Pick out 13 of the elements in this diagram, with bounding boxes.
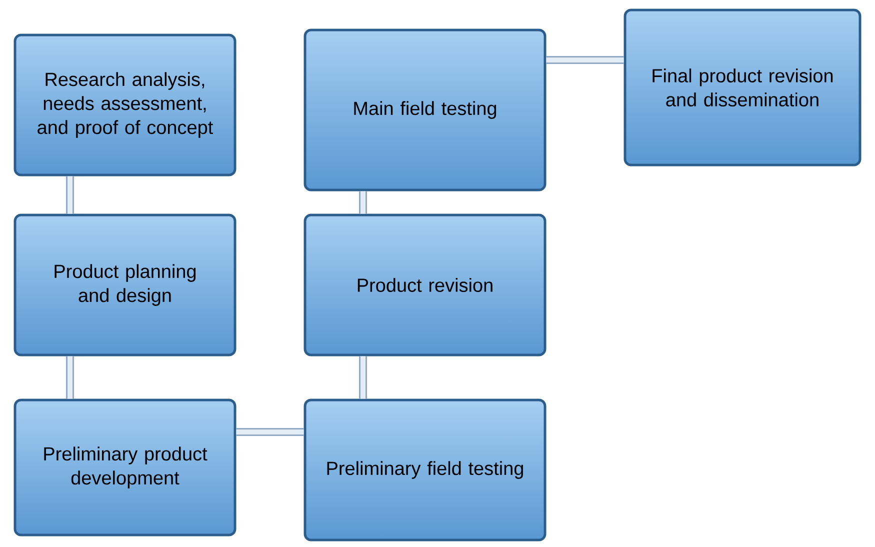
process-box: Preliminary field testing: [304, 398, 546, 542]
connector-pipe: [546, 56, 624, 64]
connector-pipe: [359, 356, 367, 399]
process-box: Product planning and design: [14, 214, 236, 356]
connector-pipe: [66, 356, 74, 399]
process-box: Research analysis, needs assessment, and proof of concept: [14, 34, 236, 176]
process-box: Preliminary product development: [14, 398, 236, 536]
process-box: Final product revision and dissemination: [624, 8, 862, 166]
process-box: Product revision: [304, 214, 546, 356]
connector-pipe: [66, 176, 74, 214]
connector-pipe: [236, 428, 304, 436]
process-box: Main field testing: [304, 28, 546, 192]
connector-pipe: [359, 191, 367, 214]
